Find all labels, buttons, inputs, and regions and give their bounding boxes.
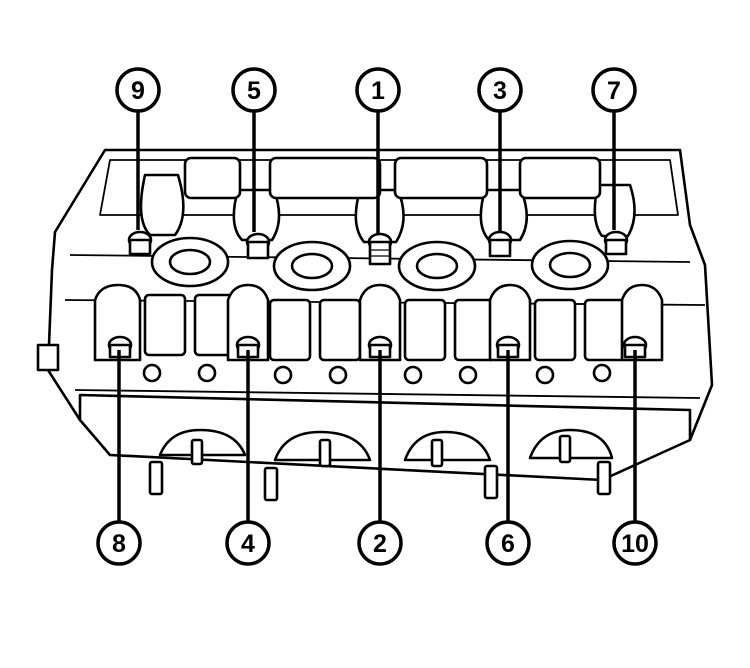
cylinder-head-illustration — [36, 148, 714, 502]
bolt-5 — [245, 232, 271, 260]
bolt-1 — [367, 232, 393, 266]
manifold-ports — [148, 428, 614, 502]
callout-8: 8 — [96, 520, 142, 566]
callout-2: 2 — [357, 520, 403, 566]
bolt-9 — [127, 230, 153, 256]
callout-6: 6 — [485, 520, 531, 566]
top-callouts: 9 5 1 3 7 — [115, 67, 637, 113]
callout-1: 1 — [355, 67, 401, 113]
callout-2-label: 2 — [373, 530, 387, 558]
bolt-8 — [107, 335, 133, 359]
callout-9: 9 — [115, 67, 161, 113]
bottom-callouts: 8 4 2 6 10 — [96, 520, 658, 566]
camshaft-towers — [139, 156, 636, 244]
callout-9-label: 9 — [131, 77, 145, 105]
leader-lines — [117, 111, 637, 522]
callout-6-label: 6 — [501, 530, 515, 558]
callout-7: 7 — [591, 67, 637, 113]
callout-5: 5 — [231, 67, 277, 113]
valve-blocks — [143, 293, 627, 362]
bolt-7 — [603, 230, 629, 256]
callout-3: 3 — [477, 67, 523, 113]
head-bolts — [107, 230, 648, 359]
callout-7-label: 7 — [607, 77, 621, 105]
callout-1-label: 1 — [371, 77, 385, 105]
callout-8-label: 8 — [112, 530, 126, 558]
callout-5-label: 5 — [247, 77, 261, 105]
callout-10-label: 10 — [621, 530, 649, 558]
callout-4: 4 — [225, 520, 271, 566]
small-nuts — [142, 363, 612, 385]
bolt-3 — [487, 230, 513, 258]
spark-plug-bores — [150, 236, 610, 292]
callout-10: 10 — [612, 520, 658, 566]
callout-3-label: 3 — [493, 77, 507, 105]
callout-4-label: 4 — [241, 530, 255, 558]
